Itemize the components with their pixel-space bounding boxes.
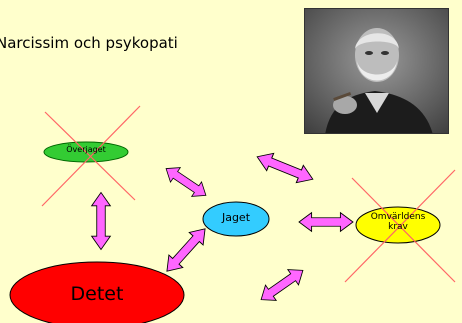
arrow-overjaget-jaget: [161, 161, 211, 202]
detet-node: [10, 262, 184, 323]
arrow-jaget-omvarldens: [299, 213, 353, 232]
arrow-jaget-detet: [160, 223, 212, 278]
arrow-top: [254, 148, 317, 188]
arrow-bottom: [256, 263, 309, 308]
arrow-overjaget-detet: [92, 193, 111, 250]
jaget-node: [203, 202, 269, 236]
